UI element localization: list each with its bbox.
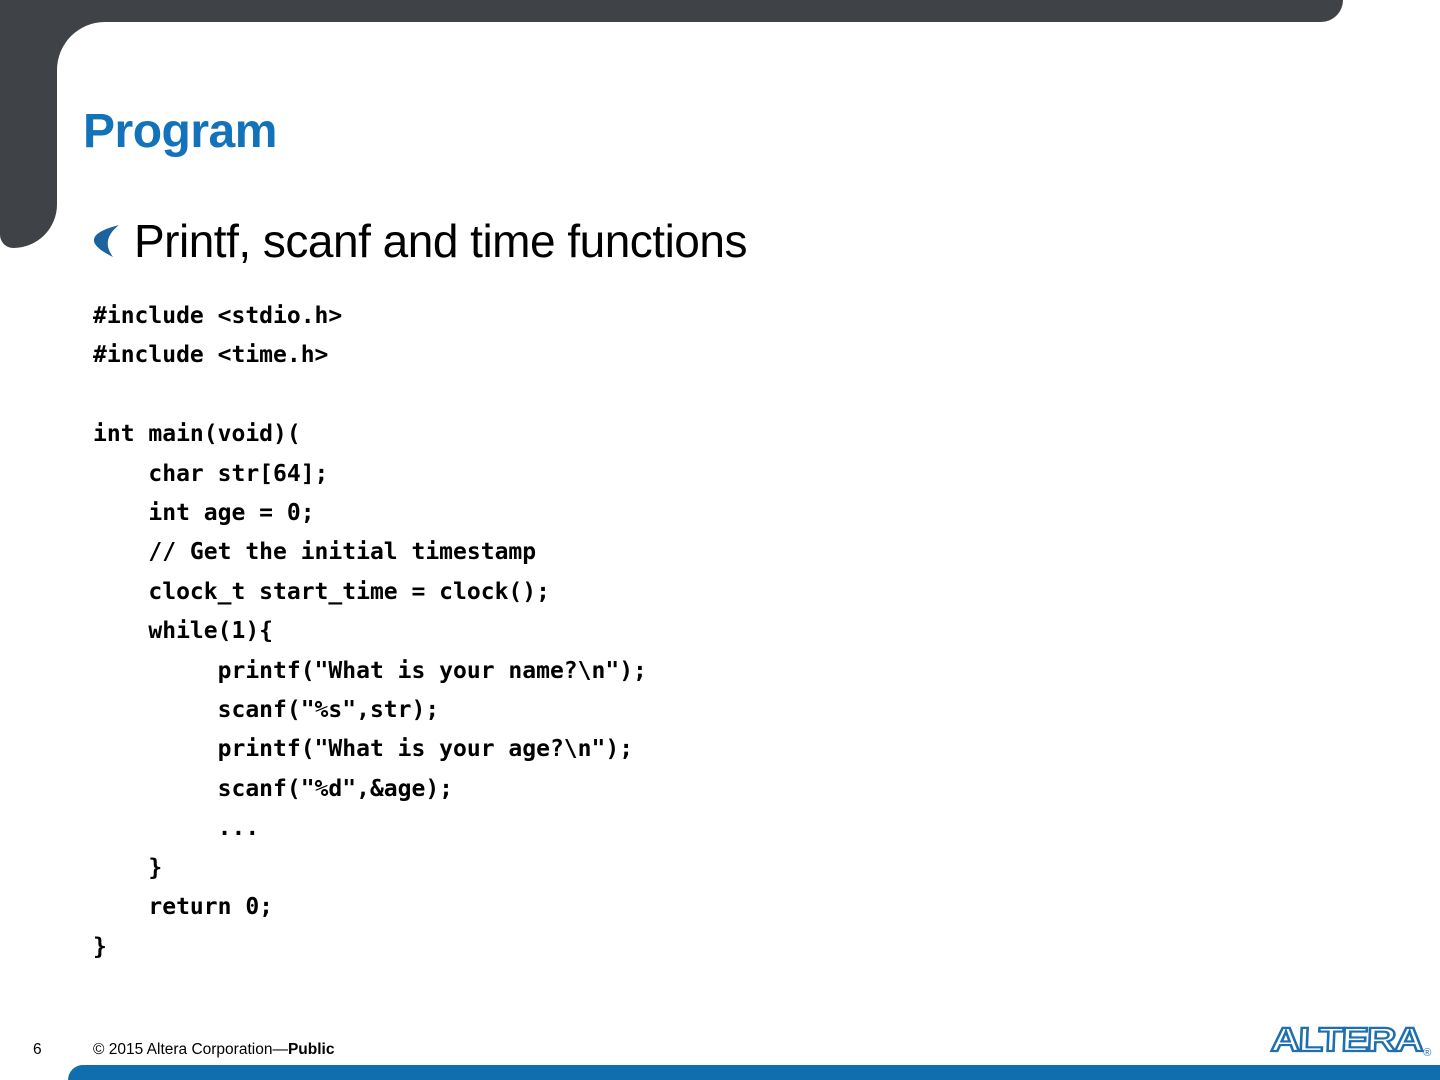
copyright: © 2015 Altera Corporation—Public bbox=[93, 1041, 334, 1059]
registered-trademark-icon: ® bbox=[1423, 1047, 1432, 1059]
page-title: Program bbox=[83, 105, 277, 159]
dark-left-column bbox=[0, 0, 57, 248]
crescent-bullet-icon bbox=[93, 225, 119, 257]
page-number: 6 bbox=[33, 1041, 42, 1058]
copyright-classification: Public bbox=[287, 1041, 335, 1058]
bottom-accent-bar bbox=[68, 1065, 1440, 1080]
code-block: #include <stdio.h> #include <time.h> int… bbox=[93, 303, 647, 960]
bullet-text: Printf, scanf and time functions bbox=[134, 215, 747, 267]
altera-logo: ALTERA® bbox=[1269, 1012, 1432, 1059]
copyright-prefix: © 2015 Altera Corporation— bbox=[93, 1041, 288, 1058]
bullet-row: Printf, scanf and time functions bbox=[82, 214, 747, 268]
altera-logo-text: ALTERA bbox=[1269, 1019, 1424, 1059]
dark-top-bar bbox=[0, 0, 1343, 22]
content-panel bbox=[57, 22, 1440, 1080]
